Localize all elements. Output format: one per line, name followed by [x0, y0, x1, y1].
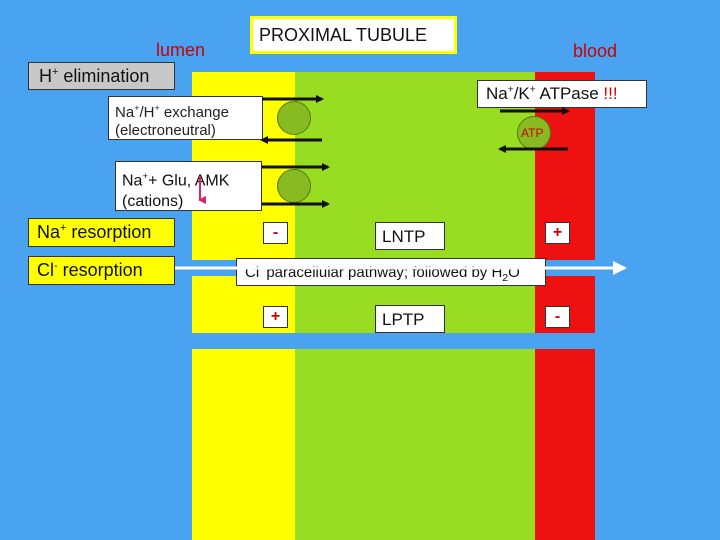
- exchanger-box: Na+/H+ exchange (electroneutral): [108, 96, 263, 140]
- blood-label: blood: [573, 41, 618, 61]
- lptp-label: LPTP: [382, 310, 425, 329]
- cotransporter-icon: [277, 169, 311, 203]
- cotransport-box: Na++ Glu, AMK (cations): [115, 161, 262, 211]
- lntp-right-sign: +: [545, 222, 570, 244]
- na-resorption-box: Na+ resorption: [28, 218, 175, 247]
- title-box: PROXIMAL TUBULE: [250, 16, 457, 54]
- lptp-right-sign: -: [545, 306, 570, 328]
- lntp-label: LNTP: [382, 227, 426, 246]
- cotransport-label: Na++ Glu, AMK (cations): [122, 171, 230, 211]
- h-elimination-box: H+ elimination: [28, 62, 175, 90]
- na-resorption-label: Na+ resorption: [37, 222, 152, 242]
- page-title: PROXIMAL TUBULE: [259, 25, 428, 45]
- atpase-pump-icon: ATP: [517, 116, 551, 150]
- exchanger-label: Na+/H+ exchange (electroneutral): [115, 103, 229, 139]
- lumen-column-bottom: [192, 349, 295, 540]
- lptp-box: LPTP: [375, 305, 445, 333]
- cl-resorption-box: Cl- resorption: [28, 256, 175, 285]
- atp-label: ATP: [521, 126, 544, 140]
- cell-column-bottom: [295, 349, 535, 540]
- exchanger-transporter-icon: [277, 101, 311, 135]
- lumen-label: lumen: [156, 40, 206, 60]
- lntp-left-sign: -: [263, 222, 288, 244]
- lptp-left-sign: +: [263, 306, 288, 328]
- blood-column-bottom: [535, 349, 595, 540]
- atpase-label: Na+/K+ ATPase !!!: [486, 84, 618, 103]
- cl-resorption-label: Cl- resorption: [37, 260, 143, 280]
- atpase-box: Na+/K+ ATPase !!!: [477, 80, 647, 108]
- h-elimination-label: H+ elimination: [39, 66, 150, 86]
- lntp-box: LNTP: [375, 222, 445, 250]
